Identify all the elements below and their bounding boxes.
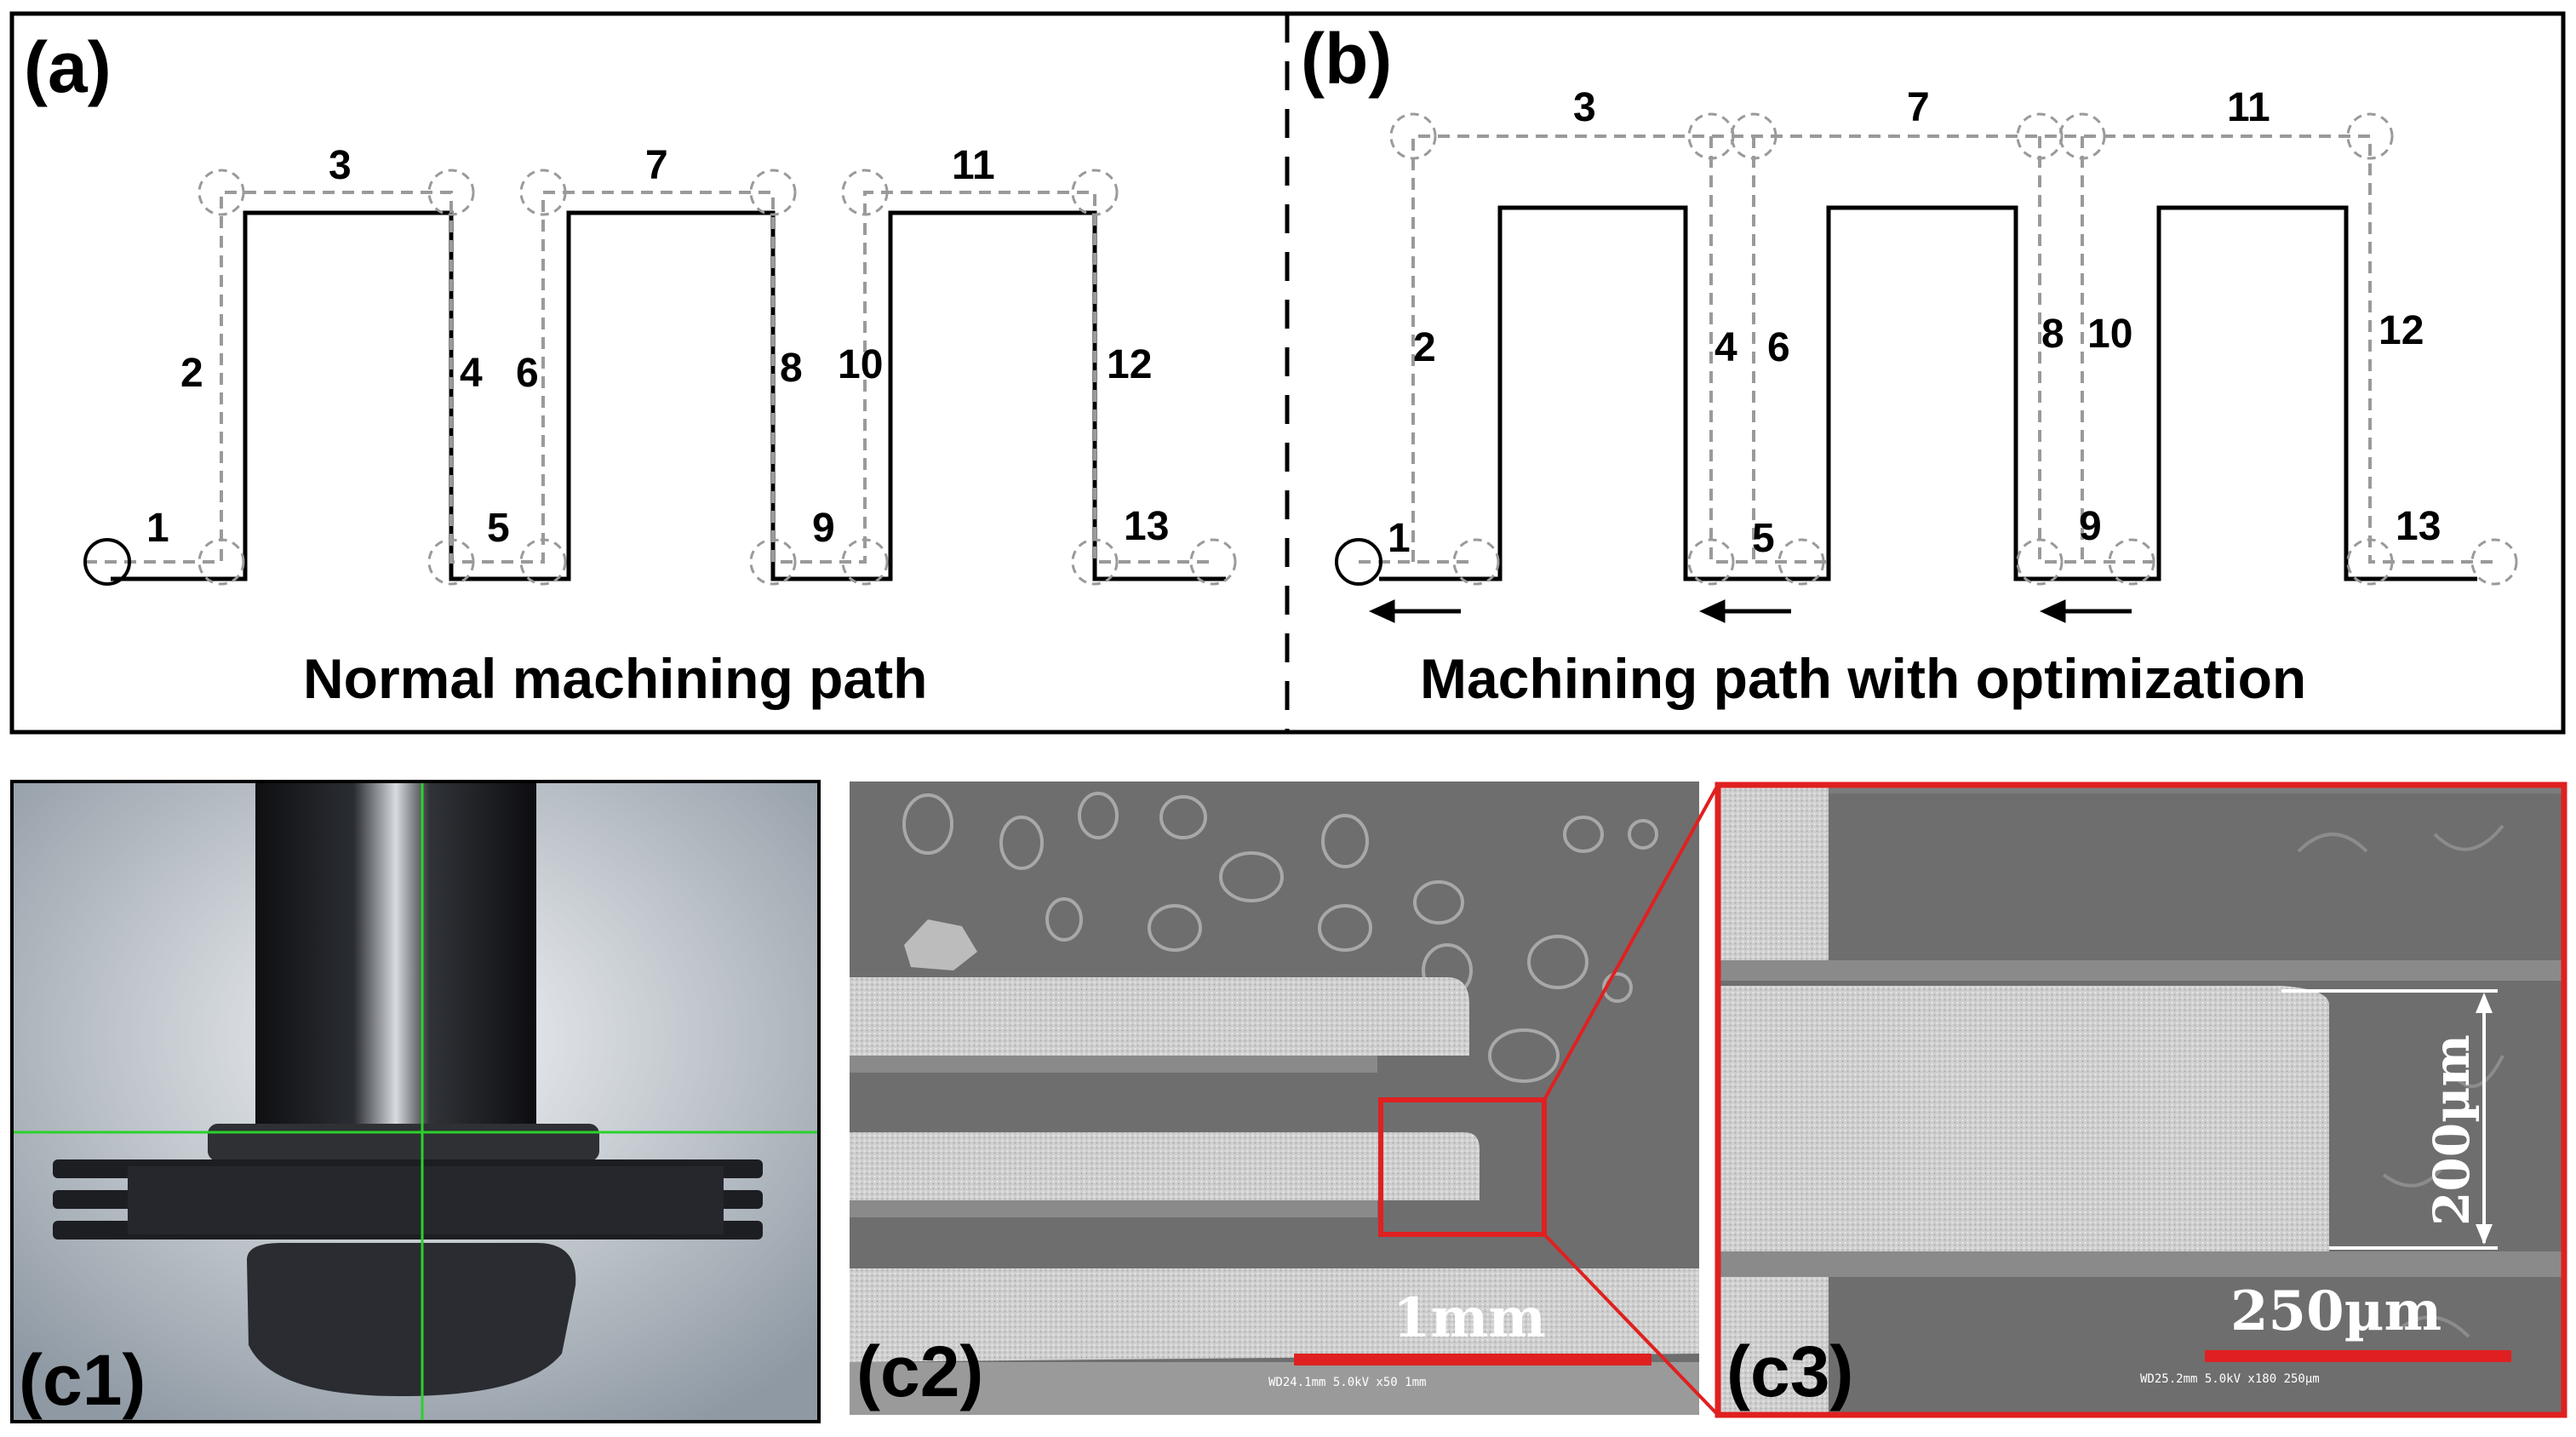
grooved-plates [53, 1159, 763, 1239]
path-num-a-1: 1 [146, 506, 169, 551]
panel-b-label: (b) [1301, 19, 1392, 99]
path-num-a-5: 5 [487, 506, 510, 551]
path-num-b-4: 4 [1714, 325, 1737, 370]
zoom-frame [1714, 781, 2567, 1418]
path-num-a-7: 7 [645, 143, 668, 188]
panel-b: (b) 1 2 3 4 5 6 7 8 9 10 [1301, 19, 2518, 710]
path-num-a-8: 8 [780, 346, 803, 391]
path-num-b-5: 5 [1752, 516, 1775, 561]
path-num-b-2: 2 [1413, 325, 1436, 370]
path-num-a-4: 4 [460, 351, 483, 396]
panel-c3-label: (c3) [1726, 1331, 1853, 1411]
sem-info-c2: WD24.1mm 5.0kV x50 1mm [1268, 1376, 1426, 1389]
path-num-b-1: 1 [1388, 516, 1411, 561]
flange [208, 1124, 599, 1161]
rod-upper [255, 781, 536, 1134]
panel-c1-label: (c1) [19, 1340, 146, 1420]
scale-label-c2: 1mm [1393, 1286, 1546, 1350]
tool-path-b [1359, 135, 2494, 564]
panel-c1: (c1) [10, 780, 821, 1423]
zoom-region-box [1378, 1097, 1547, 1237]
tool-positions-a [197, 169, 1237, 586]
scale-bar-c2 [1294, 1354, 1652, 1365]
sem-zoom-lower-plate [1718, 1277, 1829, 1415]
sem-plate-gap-2 [850, 1200, 1377, 1217]
path-num-a-12: 12 [1107, 342, 1152, 387]
tool-start-b [1335, 538, 1382, 586]
sem-plate-1 [850, 977, 1469, 1056]
sem-plate-gap-1 [850, 1056, 1377, 1073]
path-num-b-11: 11 [2227, 85, 2270, 130]
path-num-b-12: 12 [2379, 308, 2424, 353]
panel-c2: 1mm WD24.1mm 5.0kV x50 1mm (c2) [850, 781, 1720, 1417]
tool-positions-b [1389, 112, 2518, 586]
path-num-a-6: 6 [516, 351, 539, 396]
background-bubbles [902, 792, 1658, 1083]
workpiece-profile-a [111, 210, 1226, 581]
sem-info-c3: WD25.2mm 5.0kV x180 250µm [2140, 1372, 2320, 1386]
panel-a: (a) 1 2 3 4 5 6 7 8 9 10 11 12 [24, 27, 1237, 710]
path-num-b-10: 10 [2087, 312, 2132, 357]
path-num-a-9: 9 [812, 506, 835, 551]
zoom-background-marks [2297, 824, 2504, 1338]
scale-bar-c3 [2205, 1350, 2511, 1362]
zoom-connector-top [1543, 784, 1720, 1101]
path-num-b-9: 9 [2079, 504, 2102, 549]
tool-start-a [83, 538, 131, 586]
path-num-a-3: 3 [329, 143, 352, 188]
caption-a: Normal machining path [303, 647, 927, 710]
scale-label-c3: 250µm [2230, 1280, 2441, 1343]
sem-zoom-main-plate [1718, 986, 2329, 1251]
path-num-a-10: 10 [838, 342, 883, 387]
sem-plate-3 [850, 1268, 1699, 1362]
tool-path-a [85, 191, 1213, 564]
debris-particle [904, 919, 977, 970]
path-num-b-7: 7 [1907, 85, 1930, 130]
panel-c3: 200µm 250µm WD25.2mm 5.0kV x180 250µm (c… [1714, 781, 2567, 1418]
path-num-a-2: 2 [180, 351, 203, 396]
lower-dome [247, 1243, 576, 1396]
panel-a-label: (a) [24, 27, 112, 107]
panel-c2-label: (c2) [856, 1331, 983, 1411]
dimension-label-c3: 200µm [2423, 1034, 2481, 1226]
direction-arrows-b [1368, 599, 2132, 623]
path-num-b-6: 6 [1767, 325, 1790, 370]
sem-zoom-upper-plate [1718, 785, 1829, 981]
path-num-b-13: 13 [2396, 504, 2441, 549]
path-num-b-8: 8 [2041, 312, 2064, 357]
sem-plate-2 [850, 1132, 1480, 1200]
workpiece-profile-b [1379, 205, 2477, 581]
path-num-b-3: 3 [1573, 85, 1596, 130]
path-num-a-13: 13 [1124, 504, 1169, 549]
zoom-connector-bottom [1543, 1233, 1720, 1417]
caption-b: Machining path with optimization [1420, 647, 2306, 710]
path-num-a-11: 11 [952, 143, 995, 188]
